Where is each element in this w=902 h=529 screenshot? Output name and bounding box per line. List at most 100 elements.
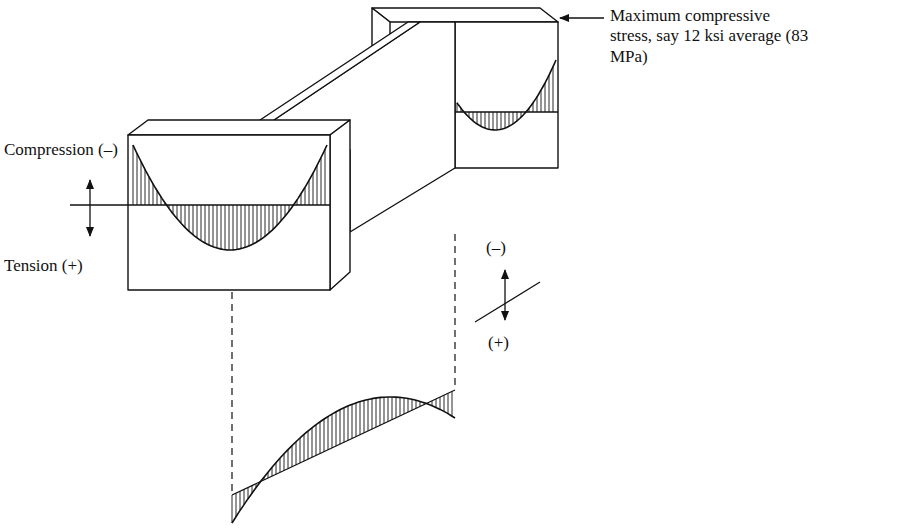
hatch-line [545,83,546,112]
hatch-line [272,467,273,476]
hatch-line [232,495,233,523]
hatch-line [185,205,186,227]
projection-line [454,234,455,388]
hatch-line [300,438,301,463]
hatch-line [416,400,417,408]
hatch-line [165,203,166,205]
hatch-line [533,103,534,112]
hatch-line [328,417,329,450]
hatch-line [276,463,277,475]
hatch-line [513,112,514,124]
back-flange-face [455,22,558,168]
sign-label: (+) [488,333,509,353]
sign-label: Compression (–) [4,140,118,160]
hatch-line [261,205,262,239]
hatch-line [256,484,257,488]
hatch-line [285,205,286,216]
hatch-line [517,112,518,121]
hatch-line [313,173,314,205]
hatch-line [269,205,270,233]
hatch-line [325,149,326,205]
hatch-line [205,205,206,243]
hatch-line [348,406,349,440]
hatch-line [525,112,526,113]
hatch-line [264,477,265,480]
hatch-line [277,205,278,225]
hatch-line [241,205,242,249]
hatch-line [248,487,249,498]
hatch-line [384,397,385,423]
hatch-line [309,180,310,205]
hatch-line [541,90,542,112]
hatch-line [497,112,498,130]
hatch-line [213,205,214,247]
hatch-line [197,205,198,238]
hatch-line [400,397,401,415]
hatch-line [485,112,486,128]
hatch-line [233,205,234,250]
hatch-line [133,145,134,205]
hatch-line [368,399,369,430]
hatch-line [461,108,462,112]
hatch-line [260,481,261,483]
hatch-line [352,404,353,438]
hatch-line [440,397,441,409]
hatch-line [137,153,138,205]
hatch-line [316,425,317,456]
hatch-line [317,166,318,205]
hatch-line [344,408,345,442]
hatch-line [201,205,202,241]
hatch-line [252,486,253,494]
stress-curve [133,145,327,250]
hatch-line [169,205,170,208]
hatch-line [432,401,433,406]
hatch-line [249,205,250,246]
hatch-line [477,112,478,124]
hatch-line [392,397,393,420]
hatch-line [324,419,325,452]
hatch-line [424,403,425,405]
hatch-line [336,412,337,446]
web-baseline [232,390,455,495]
hatch-line [321,158,322,205]
hatch-line [245,205,246,247]
hatch-line [149,177,150,205]
sign-axis [475,282,540,322]
hatch-line [288,450,289,469]
hatch-line [273,205,274,229]
hatch-line [301,194,302,205]
hatch-line [268,472,269,478]
hatch-line [145,169,146,205]
hatch-line [404,398,405,414]
hatch-line [308,431,309,459]
hatch-line [549,75,550,112]
hatch-line [529,108,530,112]
hatch-line [509,112,510,126]
hatch-line [448,393,449,413]
stress-curve [457,60,556,130]
hatch-line [244,489,245,504]
hatch-line [537,97,538,112]
sign-arrow [89,180,90,236]
hatch-line [436,399,437,408]
hatch-line [289,205,290,211]
hatch-line [280,458,281,472]
hatch-line [420,401,421,406]
hatch-line [428,403,429,404]
hatch-line [332,414,333,448]
hatch-line [236,493,237,517]
hatch-line [501,112,502,129]
web-top [248,22,420,128]
stress-curve [232,397,455,523]
hatch-line [376,398,377,427]
sign-label: Tension (+) [4,256,83,276]
hatch-line [408,399,409,413]
hatch-line [225,205,226,250]
hatch-line [473,112,474,121]
hatch-line [304,434,305,461]
hatch-line [217,205,218,248]
hatch-line [553,67,554,112]
sign-arrow [504,270,505,320]
